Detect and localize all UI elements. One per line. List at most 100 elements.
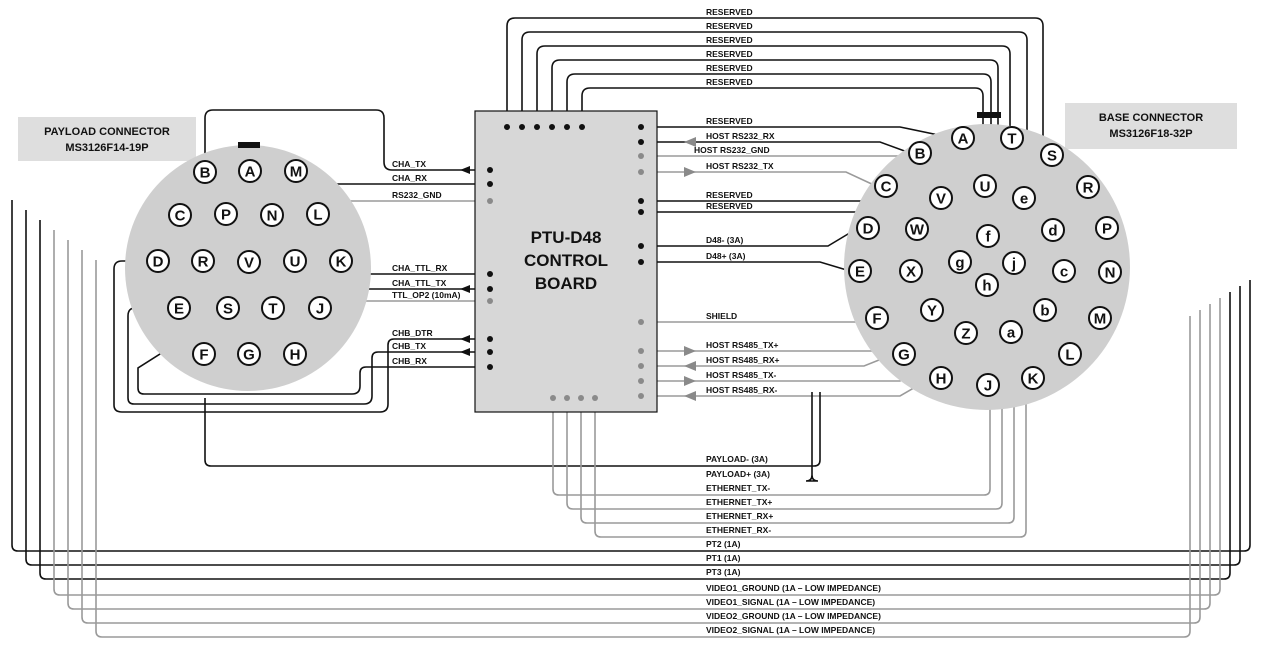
wire (11, 200, 1251, 552)
payload-pin-R: R (191, 249, 215, 273)
base-pin-V: V (929, 186, 953, 210)
right-signal-label: RESERVED (706, 190, 753, 200)
arrow-to-payload (460, 166, 470, 174)
arrow-to-payload (460, 335, 470, 343)
base-pin-J: J (976, 373, 1000, 397)
payload-pin-D: D (146, 249, 170, 273)
base-pin-U: U (973, 174, 997, 198)
svg-text:Z: Z (961, 326, 970, 343)
wire (204, 109, 490, 171)
svg-text:S: S (1047, 148, 1057, 165)
payload-pin-S: S (216, 296, 240, 320)
left-signal-label: CHA_TTL_TX (392, 278, 447, 288)
direction-arrow (684, 361, 696, 371)
svg-text:D: D (153, 254, 164, 271)
svg-text:W: W (910, 222, 925, 239)
board-terminal (638, 319, 644, 325)
base-pin-M: M (1088, 306, 1112, 330)
svg-text:G: G (898, 347, 910, 364)
payload-pin-P: P (214, 202, 238, 226)
payload-pin-B: B (193, 160, 217, 184)
payload-pin-H: H (283, 342, 307, 366)
signal-labels: RESERVEDRESERVEDRESERVEDRESERVEDRESERVED… (392, 7, 881, 635)
right-signal-label: HOST RS485_RX+ (706, 355, 779, 365)
right-signal-label: SHIELD (706, 311, 737, 321)
board-terminal (534, 124, 540, 130)
base-pin-E: E (848, 259, 872, 283)
right-signal-label: HOST RS232_TX (706, 161, 774, 171)
payload-key-mark (238, 142, 260, 148)
svg-text:N: N (267, 208, 278, 225)
wire (566, 73, 996, 187)
payload-connector-title: PAYLOAD CONNECTOR (44, 126, 170, 138)
board-terminal (487, 336, 493, 342)
base-pin-d: d (1041, 218, 1065, 242)
svg-text:J: J (316, 301, 324, 318)
right-signal-label: RESERVED (706, 201, 753, 211)
base-pin-b: b (1033, 298, 1057, 322)
board-terminal (550, 395, 556, 401)
direction-arrow (684, 137, 696, 147)
wire (67, 240, 1211, 610)
board-terminal (579, 124, 585, 130)
board-terminal (487, 286, 493, 292)
wire (113, 260, 490, 413)
base-pin-H: H (929, 366, 953, 390)
svg-text:f: f (986, 229, 992, 246)
payload-pin-M: M (284, 159, 308, 183)
direction-arrow (684, 391, 696, 401)
base-pin-L: L (1058, 342, 1082, 366)
left-signal-label: CHB_DTR (392, 328, 433, 338)
wire (551, 59, 1005, 266)
board-terminal (564, 395, 570, 401)
board-terminal (487, 181, 493, 187)
svg-text:R: R (1083, 180, 1094, 197)
base-pin-D: D (856, 216, 880, 240)
board-terminal (638, 378, 644, 384)
base-pin-B: B (908, 141, 932, 165)
base-pin-G: G (892, 342, 916, 366)
svg-text:G: G (243, 347, 255, 364)
wire (506, 17, 1056, 187)
svg-text:N: N (1105, 265, 1116, 282)
payload-pin-L: L (306, 202, 330, 226)
svg-text:M: M (1094, 311, 1107, 328)
direction-arrow (684, 376, 696, 386)
bottom-signal-label: ETHERNET_TX+ (706, 497, 772, 507)
base-pin-j: j (1002, 251, 1026, 275)
svg-text:U: U (290, 254, 301, 271)
svg-text:B: B (200, 165, 211, 182)
wire (81, 250, 1201, 624)
base-pin-X: X (899, 259, 923, 283)
board-terminal (487, 167, 493, 173)
svg-text:a: a (1007, 325, 1016, 342)
board-terminal (638, 259, 644, 265)
board-terminal (638, 393, 644, 399)
bottom-signal-label: PT3 (1A) (706, 567, 741, 577)
bottom-signal-label: VIDEO2_SIGNAL (1A – LOW IMPEDANCE) (706, 625, 875, 635)
svg-text:U: U (980, 179, 991, 196)
svg-text:F: F (199, 347, 208, 364)
bottom-signal-label: ETHERNET_RX- (706, 525, 771, 535)
svg-text:T: T (268, 301, 277, 318)
svg-text:H: H (936, 371, 947, 388)
bottom-signal-label: PT2 (1A) (706, 539, 741, 549)
right-signal-label: HOST RS485_TX+ (706, 340, 779, 350)
wire (566, 392, 1003, 510)
svg-text:V: V (244, 255, 254, 272)
base-pin-K: K (1021, 366, 1045, 390)
board-terminal (638, 153, 644, 159)
bottom-signal-label: VIDEO1_SIGNAL (1A – LOW IMPEDANCE) (706, 597, 875, 607)
base-pin-P: P (1095, 216, 1119, 240)
svg-text:R: R (198, 254, 209, 271)
board-title-line3: BOARD (535, 274, 597, 293)
board-terminal (638, 139, 644, 145)
wire (641, 141, 911, 154)
wire (581, 87, 986, 237)
svg-text:Y: Y (927, 303, 937, 320)
svg-text:C: C (881, 179, 892, 196)
control-board: PTU-D48 CONTROL BOARD (474, 110, 658, 413)
base-pin-C: C (874, 174, 898, 198)
